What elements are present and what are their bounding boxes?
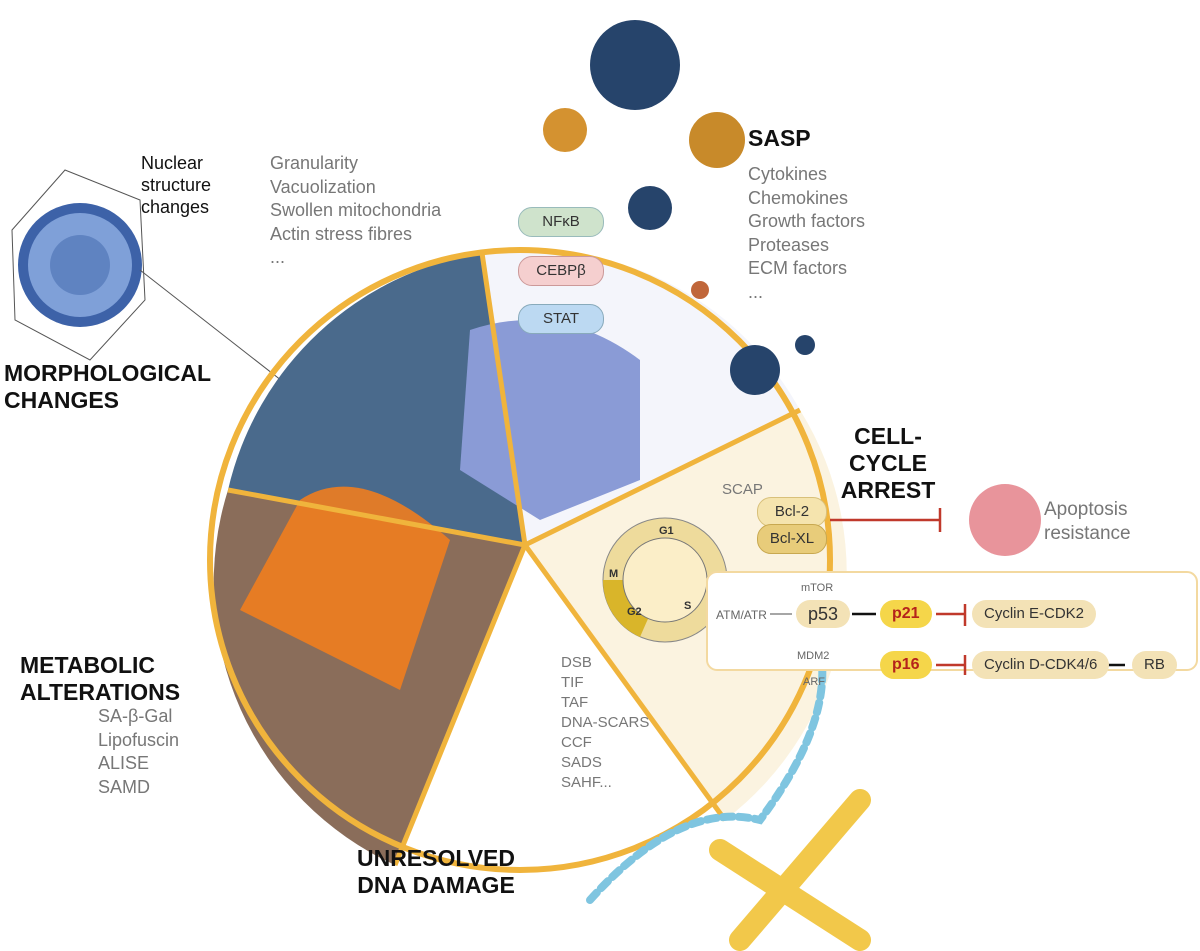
nfkb-pill: NFκB — [518, 207, 604, 237]
dna-item: TAF — [561, 694, 589, 711]
nucleus-cube-illustration — [11, 169, 301, 396]
metab-list: SA-β-Gal Lipofuscin ALISE SAMD — [98, 705, 179, 799]
apoptosis-resistance-label: Apoptosis resistance — [1044, 499, 1131, 544]
sasp-item: ECM factors — [748, 258, 848, 278]
metab-item: SAMD — [98, 776, 151, 797]
sasp-item: ... — [748, 281, 764, 302]
cyclin-d-cdk46-node: Cyclin D-CDK4/6 — [972, 651, 1110, 679]
morph-item: Vacuolization — [270, 176, 376, 197]
phase-g2-label: G2 — [627, 606, 642, 618]
metab-item: ALISE — [98, 753, 150, 773]
morph-item: Granularity — [270, 153, 359, 173]
metab-item: Lipofuscin — [98, 729, 180, 750]
cell-cycle-wheel — [602, 517, 728, 643]
sasp-heading: SASP — [748, 125, 811, 151]
atm-atr-label: ATM/ATR — [716, 608, 767, 622]
p21-node: p21 — [880, 600, 932, 628]
cell-cycle-arrest-heading: CELL-CYCLE ARREST — [840, 423, 936, 503]
phase-m-label: M — [609, 568, 619, 580]
cebpb-pill: CEBPβ — [518, 256, 604, 286]
morph-item: Swollen mitochondria — [270, 200, 442, 220]
rb-node: RB — [1132, 651, 1177, 679]
dna-item: SADS — [561, 754, 602, 771]
p53-node: p53 — [796, 600, 851, 628]
dna-item: DSB — [561, 654, 592, 671]
sasp-item: Chemokines — [748, 187, 849, 208]
scap-label: SCAP — [722, 481, 763, 498]
stat-pill: STAT — [518, 304, 604, 334]
arf-label: ARF — [803, 676, 825, 688]
dna-item: TIF — [561, 674, 584, 691]
sasp-item: Proteases — [748, 234, 830, 255]
bclxl-pill: Bcl-XL — [757, 524, 827, 554]
phase-g1-label: G1 — [659, 525, 674, 537]
metabolic-heading: METABOLIC ALTERATIONS — [20, 652, 181, 705]
dna-damage-list: DSB TIF TAF DNA-SCARS CCF SADS SAHF... — [561, 653, 649, 793]
metab-item: SA-β-Gal — [98, 706, 173, 726]
sasp-list: Cytokines Chemokines Growth factors Prot… — [748, 163, 865, 304]
p16-node: p16 — [880, 651, 932, 679]
dna-item: SAHF... — [561, 774, 612, 791]
bcl2-pill: Bcl-2 — [757, 497, 827, 527]
dna-damage-heading: UNRESOLVED DNA DAMAGE — [356, 845, 516, 898]
sasp-particles — [543, 20, 815, 395]
cyclin-e-cdk2-node: Cyclin E-CDK2 — [972, 600, 1097, 628]
chromosome-illustration — [586, 616, 871, 951]
morph-item: Actin stress fibres — [270, 223, 413, 244]
nuclear-structure-label: Nuclear structure changes — [141, 153, 212, 217]
morph-item: ... — [270, 247, 286, 267]
mtor-label: mTOR — [801, 582, 834, 594]
sasp-item: Cytokines — [748, 164, 828, 184]
sasp-item: Growth factors — [748, 211, 866, 231]
morphological-heading: MORPHOLOGICAL CHANGES — [4, 360, 211, 413]
phase-s-label: S — [684, 600, 692, 612]
dna-item: DNA-SCARS — [561, 714, 650, 731]
morph-list: Granularity Vacuolization Swollen mitoch… — [270, 152, 441, 270]
apoptotic-cell-icon — [969, 484, 1041, 556]
mdm2-label: MDM2 — [797, 650, 830, 662]
dna-item: CCF — [561, 734, 592, 751]
